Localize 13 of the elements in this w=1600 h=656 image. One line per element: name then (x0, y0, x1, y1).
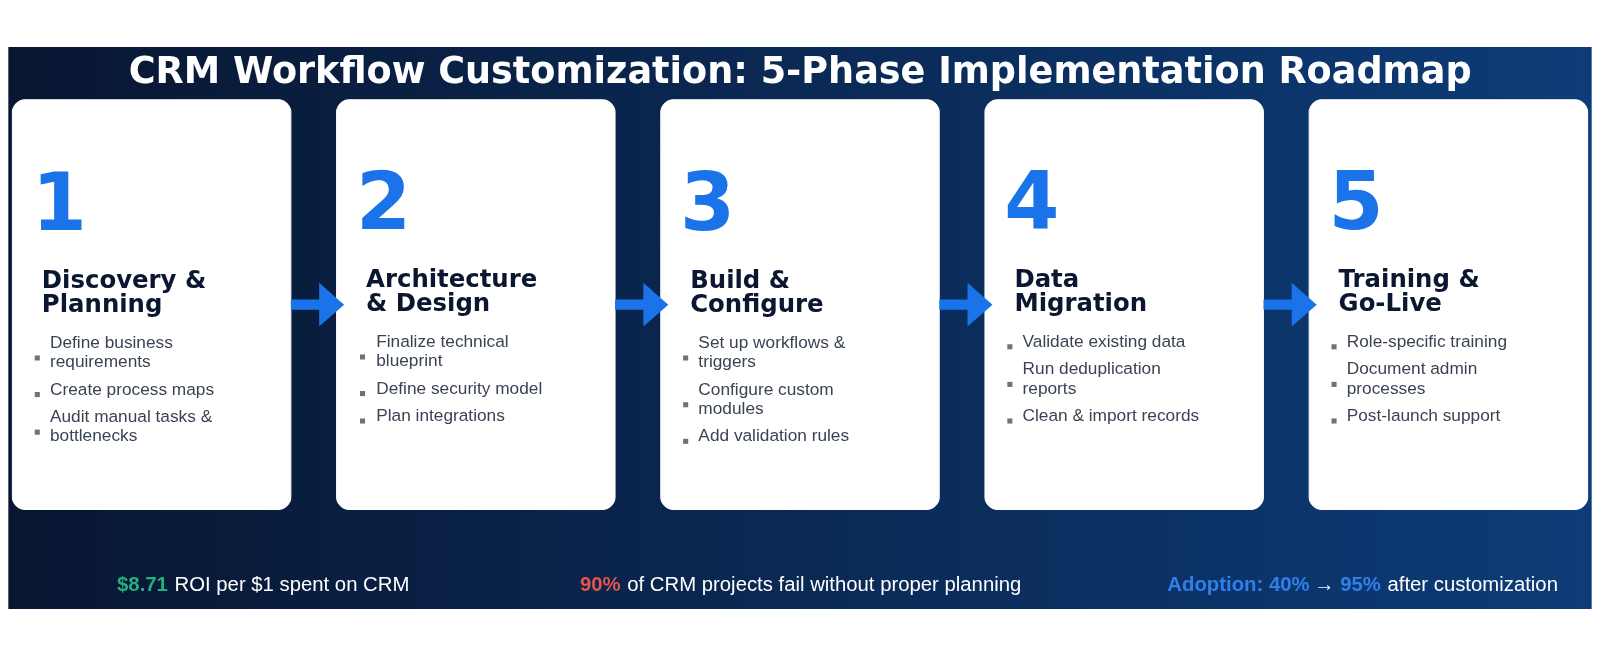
arrow (1263, 282, 1317, 327)
node-box: 5 Training & Go-Live Role-specific training Document admin processes Post-launch support (1308, 99, 1589, 510)
label: $8.71 ROI per $1 spent on CRM (117, 572, 410, 595)
label: 90% of CRM projects fail without proper planning (579, 572, 1022, 595)
node-box: 2 Architecture & Design Finalize technical blueprint Define security model Plan integrations (336, 99, 616, 510)
diagram-title: CRM Workflow Customization: 5-Phase Implementation Roadmap (128, 49, 1472, 93)
node-box: 3 Build & Configure Set up workflows & triggers Configure custom modules Add validation rules (660, 99, 940, 510)
arrow (615, 282, 669, 327)
node-box: 1 Discovery & Planning Define business requirements Create process maps Audit manual tasks & bottlenecks (11, 99, 292, 510)
arrow (939, 282, 993, 327)
arrow (290, 282, 345, 327)
node-box: 4 Data Migration Validate existing data Run deduplication reports Clean & import records (984, 99, 1264, 510)
label: Adoption: 40% → 95% after customization (1167, 572, 1558, 595)
